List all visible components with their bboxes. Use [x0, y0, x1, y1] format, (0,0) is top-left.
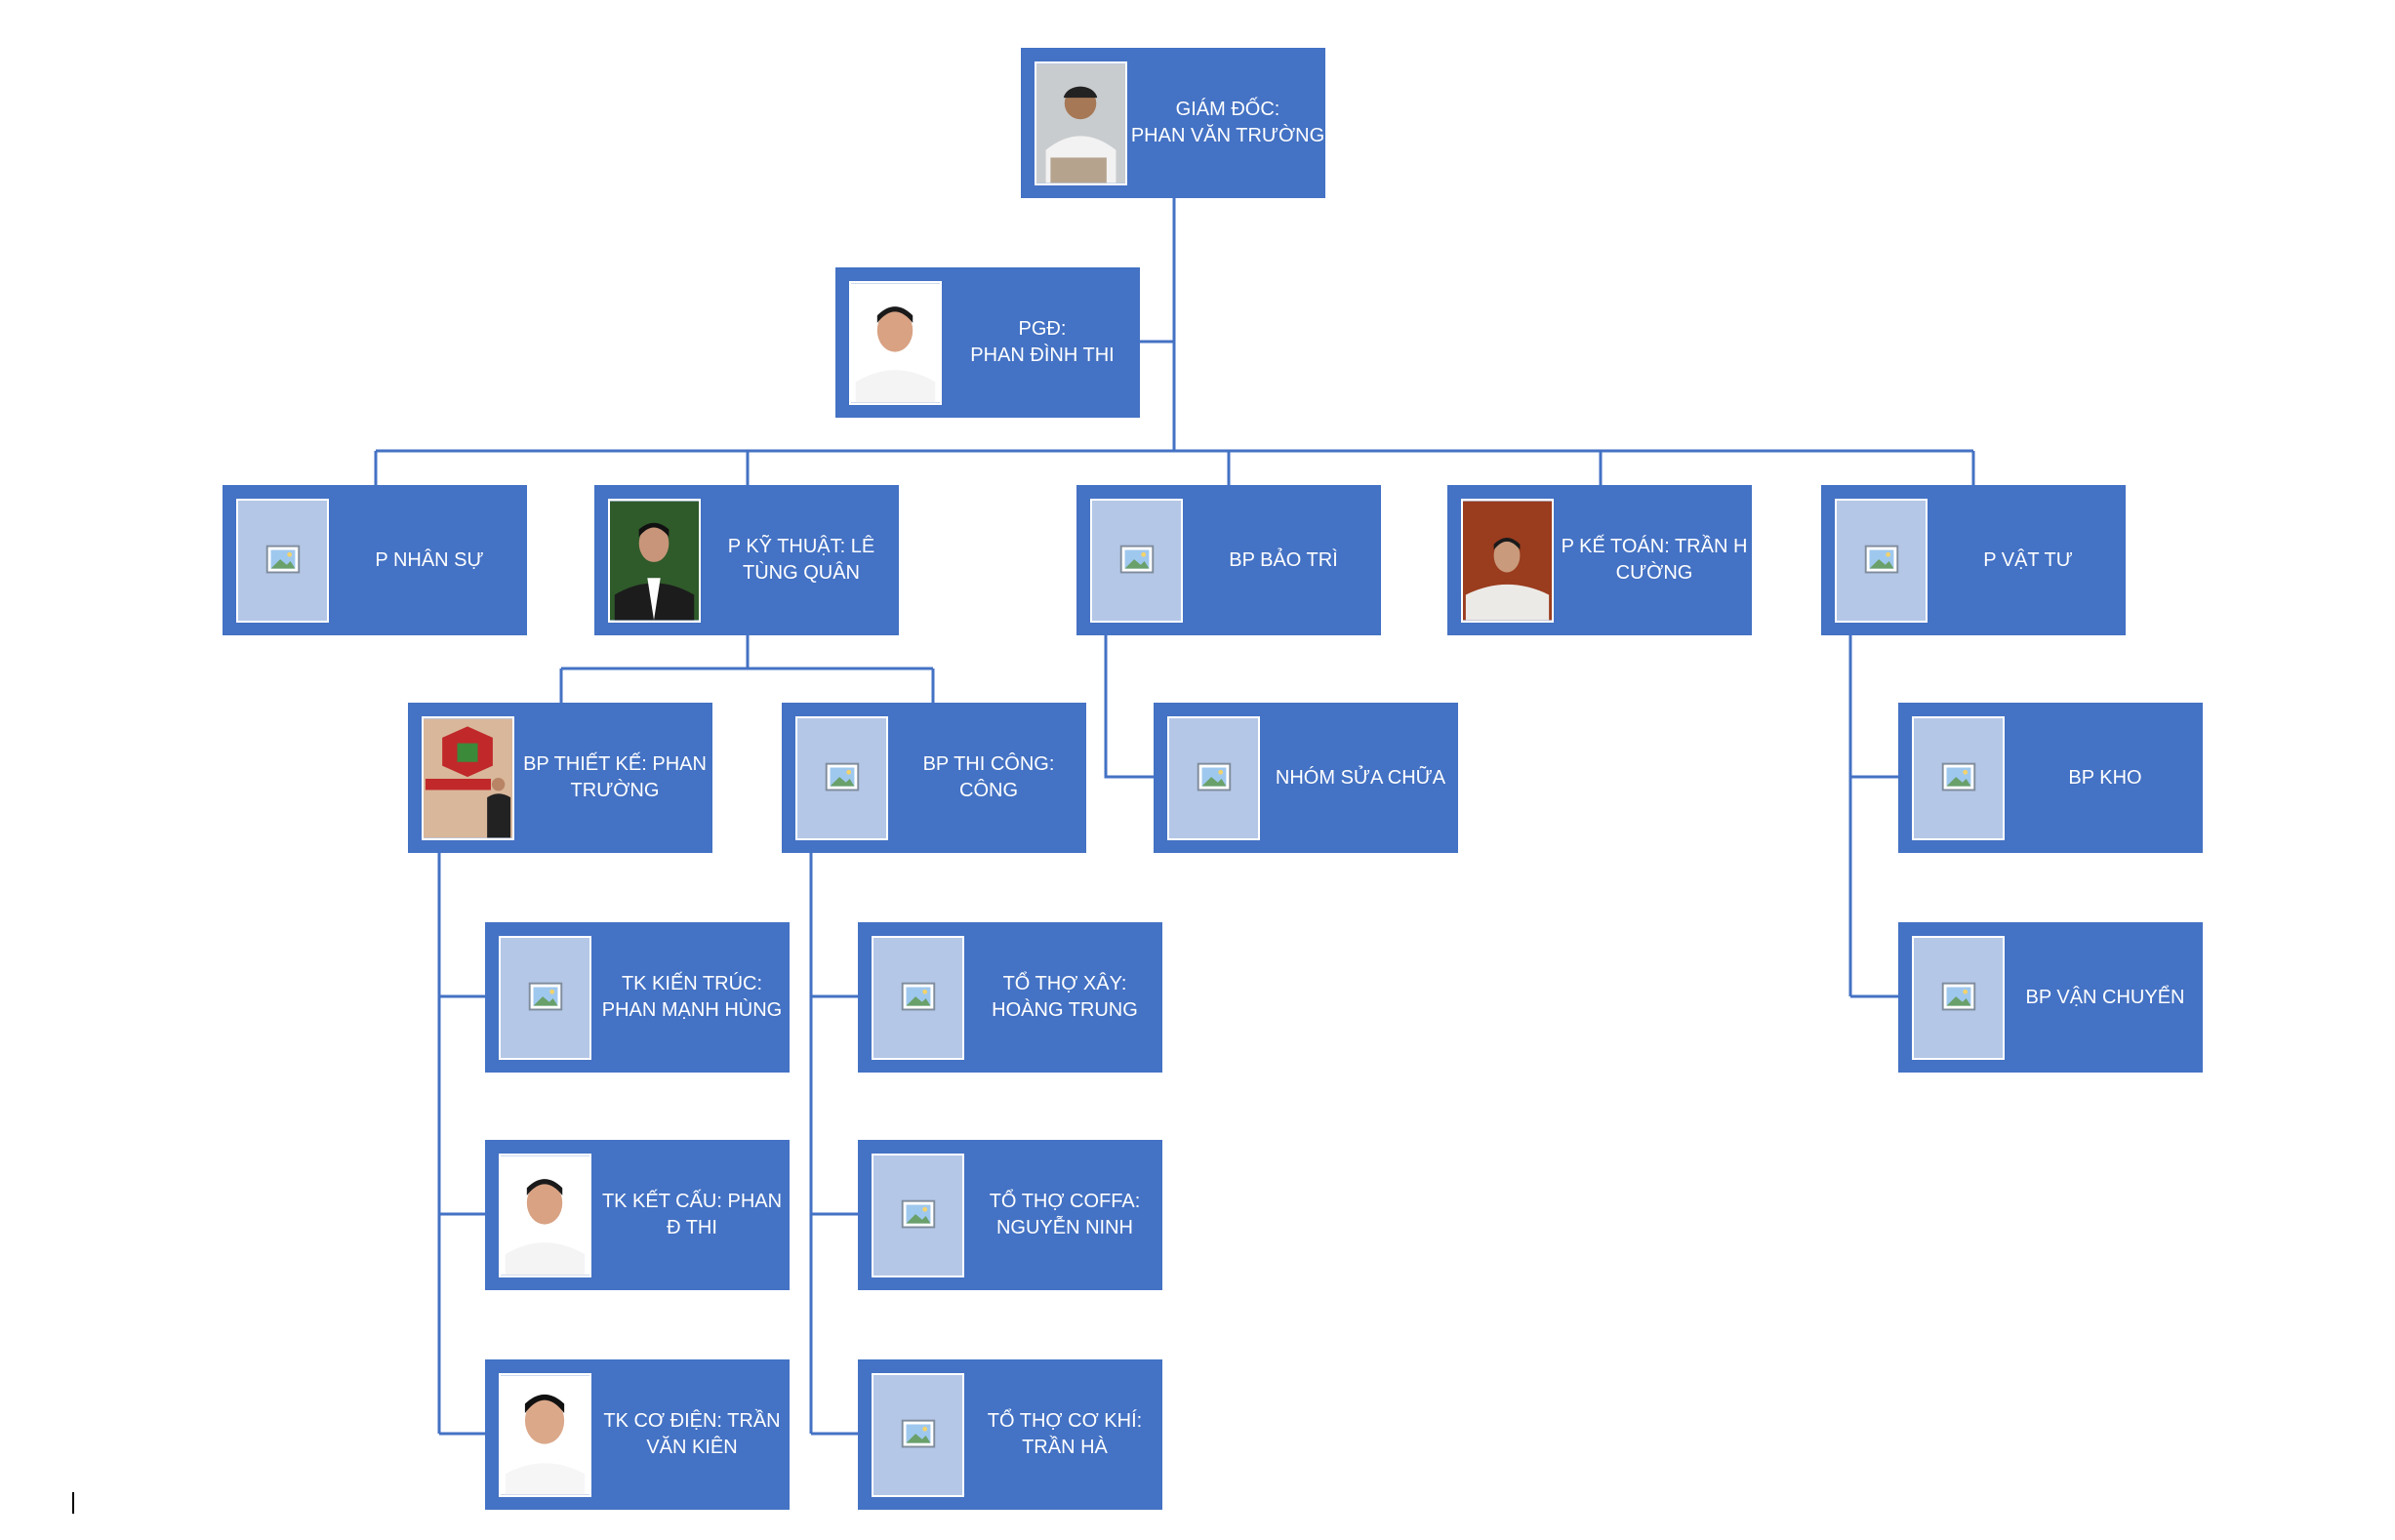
- node-architecture[interactable]: TK KIẾN TRÚC: PHAN MẠNH HÙNG: [485, 922, 790, 1073]
- image-placeholder-icon: [872, 1154, 964, 1277]
- image-placeholder-icon: [1835, 499, 1928, 623]
- node-label: BP BẢO TRÌ: [1229, 548, 1338, 571]
- node-label: P VẬT TƯ: [1983, 548, 2073, 571]
- node-mechanical[interactable]: TỔ THỢ CƠ KHÍ: TRẦN HÀ: [858, 1359, 1162, 1510]
- person-photo: [849, 281, 942, 405]
- person-photo: [1035, 61, 1127, 185]
- node-label: BP VẬN CHUYỂN: [2025, 986, 2185, 1008]
- image-placeholder-icon: [499, 936, 591, 1060]
- node-repair[interactable]: NHÓM SỬA CHỮA: [1154, 703, 1458, 853]
- node-deputy-director[interactable]: PGĐ: PHAN ĐÌNH THI: [835, 267, 1140, 418]
- node-director[interactable]: GIÁM ĐỐC: PHAN VĂN TRƯỜNG: [1021, 48, 1325, 198]
- node-masonry[interactable]: TỔ THỢ XÂY: HOÀNG TRUNG: [858, 922, 1162, 1073]
- image-placeholder-icon: [236, 499, 329, 623]
- node-structure[interactable]: TK KẾT CẤU: PHAN Đ THI: [485, 1140, 790, 1290]
- node-label: BP THI CÔNG: CÔNG: [922, 753, 1055, 801]
- node-label: TỔ THỢ CƠ KHÍ: TRẦN HÀ: [987, 1410, 1143, 1458]
- image-placeholder-icon: [795, 716, 888, 840]
- image-placeholder-icon: [872, 1373, 964, 1497]
- node-label: NHÓM SỬA CHỮA: [1275, 766, 1446, 789]
- text-cursor: [72, 1492, 74, 1514]
- node-formwork[interactable]: TỔ THỢ COFFA: NGUYỄN NINH: [858, 1140, 1162, 1290]
- image-placeholder-icon: [1912, 936, 2005, 1060]
- node-accounting[interactable]: P KẾ TOÁN: TRẦN H CƯỜNG: [1447, 485, 1752, 635]
- node-label: BP THIẾT KẾ: PHAN TRƯỜNG: [523, 753, 707, 801]
- node-label: TỔ THỢ XÂY: HOÀNG TRUNG: [992, 973, 1138, 1021]
- node-hr[interactable]: P NHÂN SỰ: [223, 485, 527, 635]
- node-label: TỔ THỢ COFFA: NGUYỄN NINH: [989, 1191, 1141, 1238]
- node-label: P NHÂN SỰ: [375, 548, 484, 571]
- image-placeholder-icon: [1167, 716, 1260, 840]
- person-photo: [499, 1154, 591, 1277]
- node-label: TK CƠ ĐIỆN: TRẦN VĂN KIÊN: [603, 1410, 781, 1458]
- node-label: TK KIẾN TRÚC: PHAN MẠNH HÙNG: [601, 973, 783, 1021]
- node-label: P KẾ TOÁN: TRẦN H CƯỜNG: [1561, 536, 1748, 584]
- node-label: TK KẾT CẤU: PHAN Đ THI: [601, 1191, 783, 1238]
- company-logo-photo: [422, 716, 514, 840]
- person-photo: [1461, 499, 1554, 623]
- node-label: BP KHO: [2068, 766, 2142, 789]
- image-placeholder-icon: [1912, 716, 2005, 840]
- node-supplies[interactable]: P VẬT TƯ: [1821, 485, 2126, 635]
- node-label: GIÁM ĐỐC: PHAN VĂN TRƯỜNG: [1130, 99, 1325, 146]
- node-maintenance[interactable]: BP BẢO TRÌ: [1076, 485, 1381, 635]
- node-mep[interactable]: TK CƠ ĐIỆN: TRẦN VĂN KIÊN: [485, 1359, 790, 1510]
- node-warehouse[interactable]: BP KHO: [1898, 703, 2203, 853]
- node-construction[interactable]: BP THI CÔNG: CÔNG: [782, 703, 1086, 853]
- person-photo: [608, 499, 701, 623]
- node-design[interactable]: BP THIẾT KẾ: PHAN TRƯỜNG: [408, 703, 712, 853]
- node-label: PGĐ: PHAN ĐÌNH THI: [970, 318, 1115, 366]
- node-technical[interactable]: P KỸ THUẬT: LÊ TÙNG QUÂN: [594, 485, 899, 635]
- image-placeholder-icon: [1090, 499, 1183, 623]
- node-label: P KỸ THUẬT: LÊ TÙNG QUÂN: [727, 536, 875, 584]
- node-transport[interactable]: BP VẬN CHUYỂN: [1898, 922, 2203, 1073]
- person-photo: [499, 1373, 591, 1497]
- image-placeholder-icon: [872, 936, 964, 1060]
